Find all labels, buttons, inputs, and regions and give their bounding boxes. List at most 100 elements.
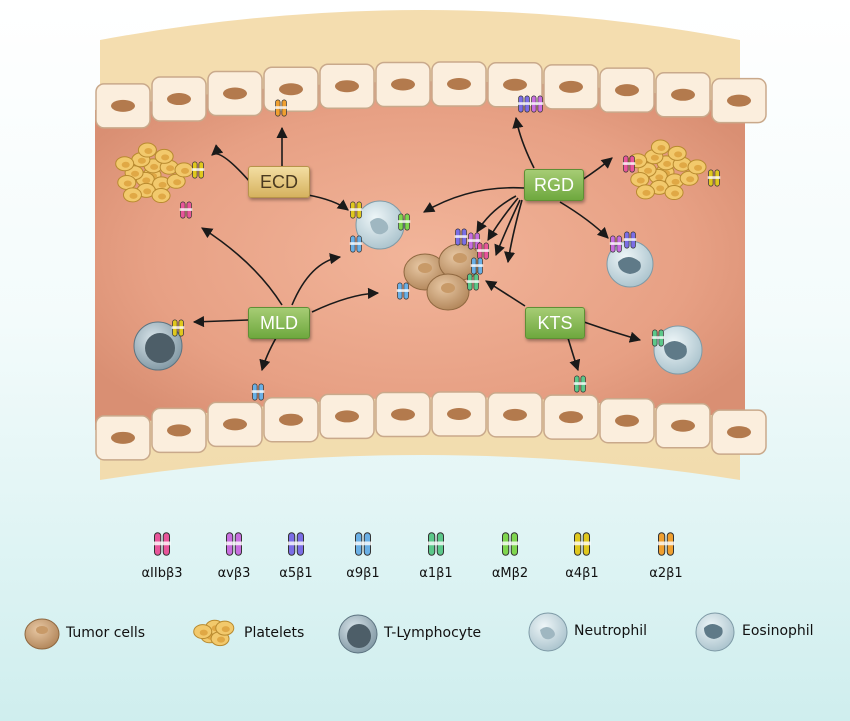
endothelial-cell [487,392,543,438]
endothelial-cell [151,76,207,122]
integrin-label: α2β1 [649,566,683,581]
endothelial-cell [599,67,655,113]
endothelial-cell [431,391,487,437]
eosinophil-cell-lower [653,325,703,375]
endothelial-cell [711,77,767,124]
integrin-icon [397,213,411,231]
endothelium-top [95,61,767,129]
integrin-label: αIIbβ3 [141,566,183,581]
eosinophil-cell-upper [606,240,654,288]
platelet [174,162,194,178]
tumor-cell-cluster [403,243,482,311]
scene-integrins [171,95,721,401]
integrin-label: α5β1 [279,566,313,581]
endothelial-cell [207,401,263,448]
node-kts: KTS [525,307,585,339]
endothelial-cell [543,64,599,110]
cell-type-label: T-Lymphocyte [384,625,482,641]
cell-legend-icons [24,612,735,654]
integrin-label: α4β1 [565,566,599,581]
platelet-cluster-left [115,142,194,204]
platelet [117,174,137,190]
integrin-icon [622,155,636,173]
integrin-icon [609,235,623,253]
cell-type-label: Tumor cells [66,625,146,641]
node-rgd: RGD [524,169,584,201]
tumor-cell-icon [24,618,60,650]
platelet [137,142,157,158]
platelet [667,145,687,161]
integrin-icon [573,375,587,393]
endothelium-bottom [95,391,767,461]
endothelial-cell [431,61,487,107]
integrin-legend-icon [573,532,591,556]
integrin-icon [349,201,363,219]
platelets-icon [193,619,235,647]
integrin-icon [251,383,265,401]
integrin-icon [191,161,205,179]
platelet [166,173,186,189]
endothelial-cell [375,61,431,108]
endothelial-cell [263,66,319,112]
integrin-legend-icon [501,532,519,556]
platelet [650,139,670,155]
platelet [630,171,650,187]
endothelial-cell [263,396,319,443]
integrin-icon [171,319,185,337]
neutrophil-cell [355,200,405,250]
integrin-legend-icon [427,532,445,556]
platelet [122,187,142,203]
integrin-icon [470,257,484,275]
platelet [193,624,213,640]
cell-type-label: Eosinophil [742,623,814,639]
integrin-legend-icon [153,532,171,556]
endothelial-cell [151,407,207,454]
platelet [215,620,235,636]
cell-type-label: Neutrophil [574,623,648,639]
integrin-icon [651,329,665,347]
eosinophil-icon [695,612,735,652]
endothelial-cell [655,72,711,118]
integrin-icon [517,95,531,113]
platelet [679,170,699,186]
platelet [154,148,174,164]
integrin-label: α9β1 [346,566,380,581]
integrin-label: αMβ2 [491,566,529,581]
integrin-legend-icon [657,532,675,556]
endothelial-cell [543,394,599,440]
endothelial-cell [375,391,431,438]
integrin-icon [396,282,410,300]
endothelial-cell [319,63,375,109]
integrin-label: αvβ3 [217,566,251,581]
endothelial-cell [95,415,151,461]
integrin-icon [623,231,637,249]
platelet [151,188,171,204]
platelet [664,185,684,201]
integrin-icon [466,273,480,291]
node-ecd: ECD [248,166,310,198]
arrows [192,116,642,372]
integrin-icon [274,99,288,117]
endothelial-cell [599,397,655,444]
platelet-cluster-right [628,139,707,201]
integrin-label: α1β1 [419,566,453,581]
node-mld: MLD [248,307,310,339]
integrin-legend-icon [225,532,243,556]
neutrophil-icon [528,612,568,652]
integrin-icon [476,242,490,260]
platelet [687,159,707,175]
endothelial-cell [655,403,711,449]
integrin-icon [454,228,468,246]
t-lymphocyte-cell [133,321,183,371]
endothelial-cell [319,393,375,440]
integrin-legend-icon [354,532,372,556]
integrin-icon [707,169,721,187]
integrin-icon [530,95,544,113]
cell-type-label: Platelets [244,625,305,641]
integrin-legend-icon [287,532,305,556]
endothelial-cell [207,70,263,117]
integrin-icon [179,201,193,219]
endothelial-cell [711,409,767,455]
t-lymphocyte-icon [338,614,378,654]
